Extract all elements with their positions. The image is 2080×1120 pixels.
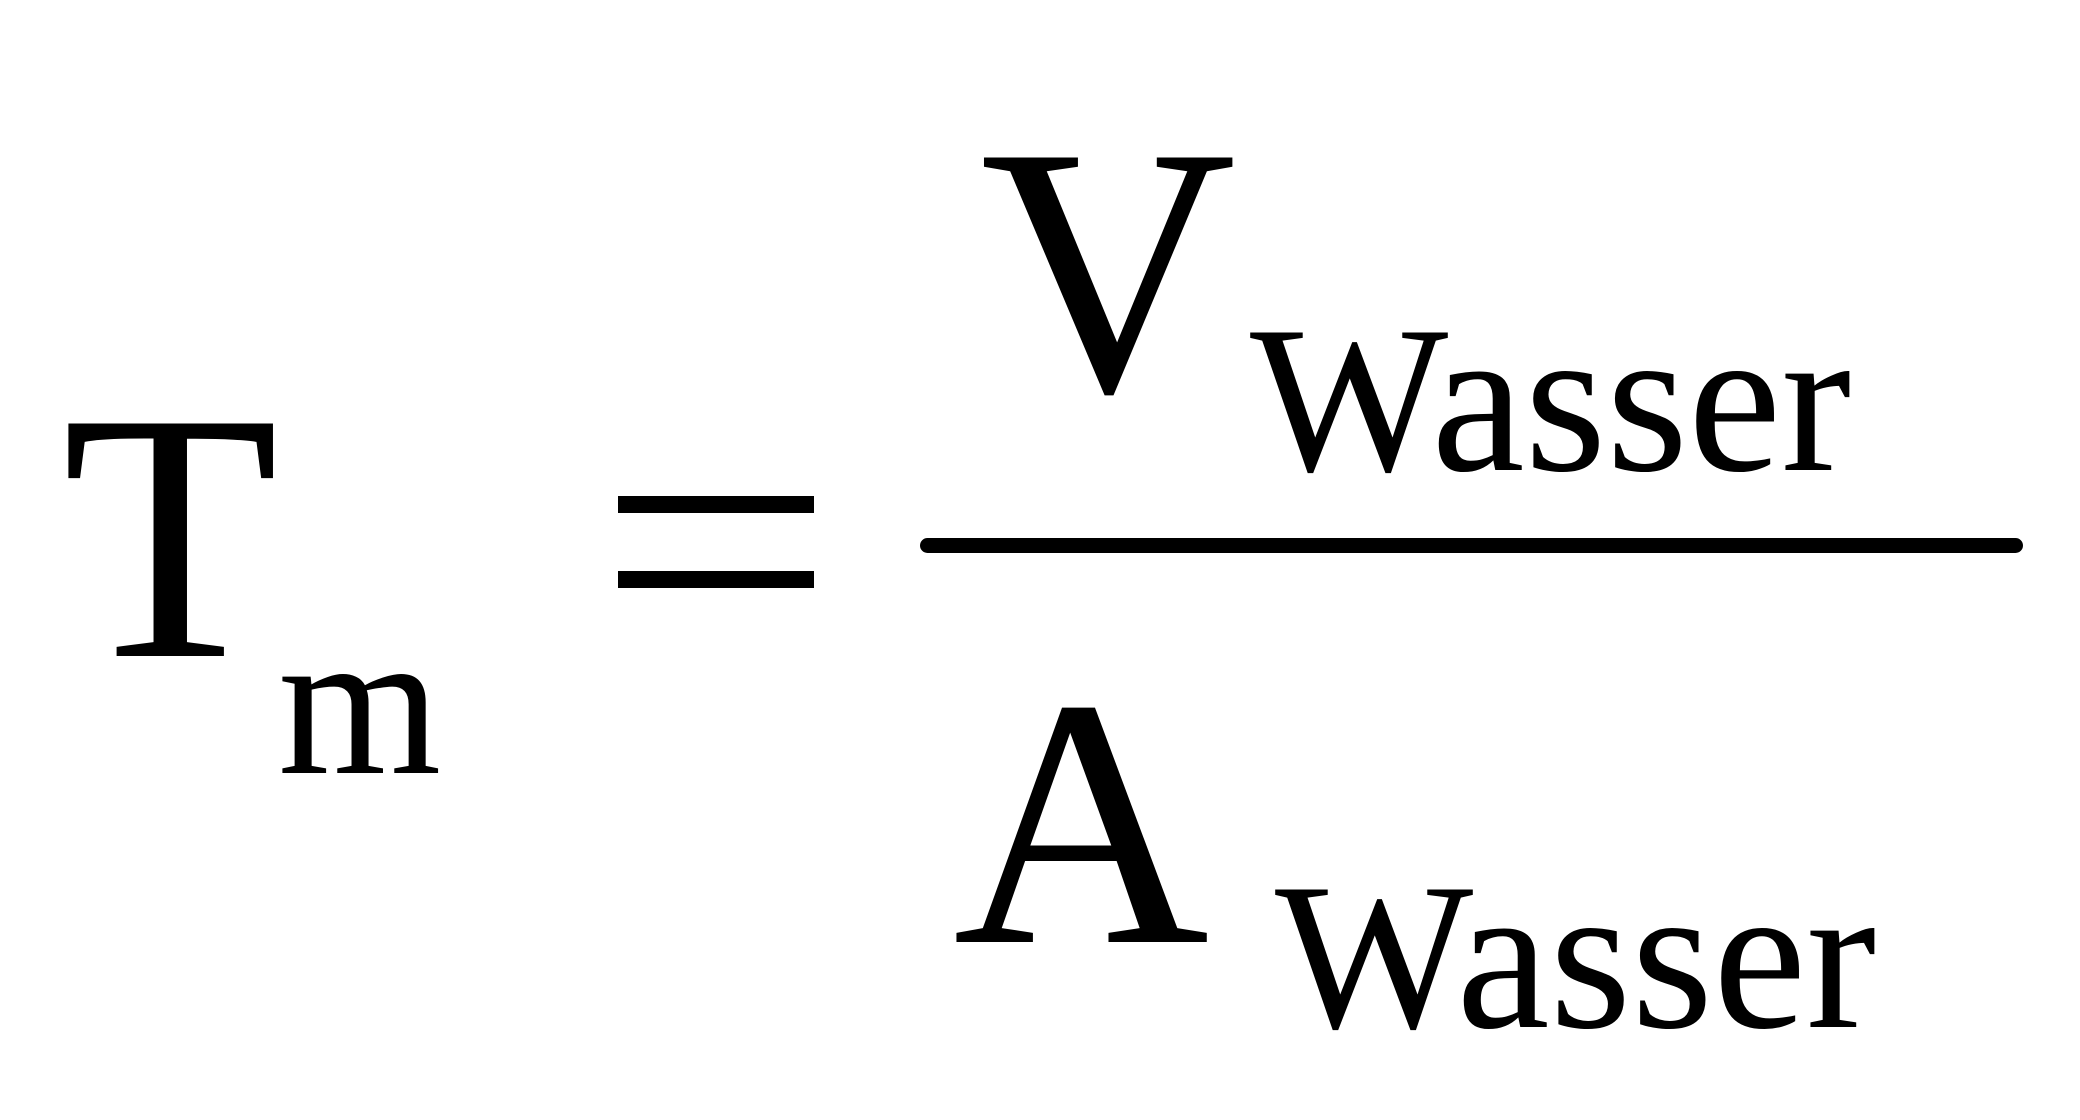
equals-bar-bottom xyxy=(618,571,814,588)
equals-bar-top xyxy=(618,496,814,513)
numerator-base-symbol: V xyxy=(980,74,1237,467)
fraction-bar xyxy=(920,538,2023,553)
denominator-base-symbol: A xyxy=(953,626,1210,1019)
denominator-subscript: Wasser xyxy=(1275,841,1877,1073)
equals-sign xyxy=(618,496,814,588)
numerator-subscript: Wasser xyxy=(1250,284,1852,516)
lhs-subscript: m xyxy=(278,587,442,819)
lhs-base-symbol: T xyxy=(62,340,279,733)
